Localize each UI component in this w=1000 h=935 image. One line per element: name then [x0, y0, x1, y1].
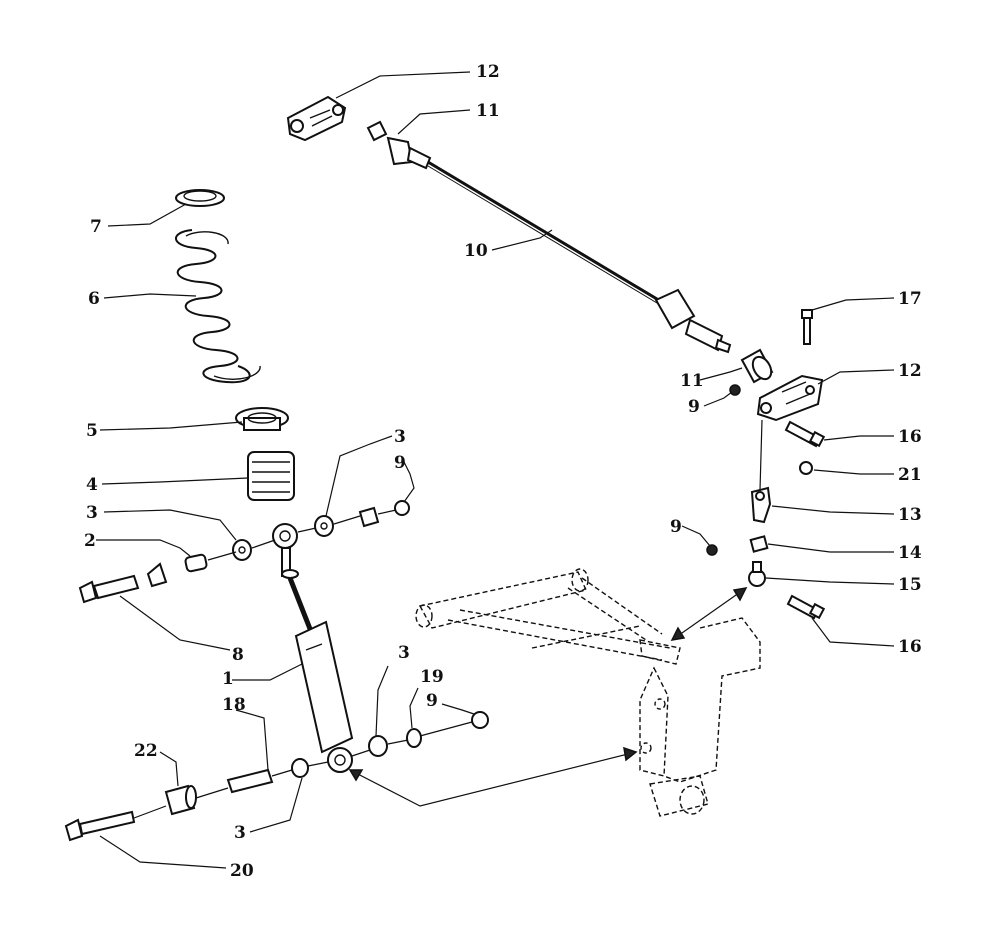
- nut-21: [799, 461, 813, 475]
- lower-clevis-12: [756, 374, 824, 422]
- callout-2: 2: [84, 531, 96, 551]
- callout-17: 17: [898, 289, 922, 309]
- sleeve-22: [164, 784, 197, 816]
- bushing-3-right-upper: [314, 515, 334, 537]
- callout-4: 4: [86, 475, 98, 495]
- shock-absorber-1: [287, 577, 354, 754]
- callout-16-lower: 16: [898, 637, 922, 657]
- callout-18: 18: [222, 695, 246, 715]
- cable-10: [427, 160, 732, 354]
- shock-upper-eye: [272, 523, 299, 579]
- nut-9-upper-shock: [394, 500, 410, 516]
- callout-14: 14: [898, 543, 922, 563]
- callout-3-upper-left: 3: [86, 503, 98, 523]
- callout-9-cable: 9: [688, 397, 700, 417]
- leader-lines: [96, 71, 895, 869]
- washer-left: [146, 562, 168, 588]
- coil-spring-6: [175, 229, 261, 384]
- callout-11-upper: 11: [476, 101, 500, 121]
- callout-9-linkage: 9: [670, 517, 682, 537]
- lower-cable-bushing-11: [740, 348, 774, 384]
- jam-nut-14: [749, 535, 769, 553]
- upper-clevis-12: [286, 95, 347, 142]
- a-arm-frame: [415, 568, 761, 817]
- bolt-16-upper: [784, 420, 826, 448]
- callout-3-lower-left: 3: [234, 823, 246, 843]
- callout-11-lower: 11: [680, 371, 704, 391]
- bolt-8: [78, 574, 140, 604]
- bolt-16-lower: [786, 594, 826, 620]
- arrow-shock-to-arm: [348, 746, 638, 807]
- callout-6: 6: [88, 289, 100, 309]
- bolt-20: [64, 810, 136, 842]
- arrow-linkage-to-arm: [670, 587, 748, 641]
- callout-8: 8: [232, 645, 244, 665]
- spring-seat-5: [235, 407, 289, 431]
- nut-9-cable: [729, 384, 741, 396]
- nut-9-linkage: [706, 544, 718, 556]
- callout-15: 15: [898, 575, 922, 595]
- washer-right-upper: [358, 506, 380, 528]
- bolt-17: [801, 309, 813, 345]
- callout-12-lower: 12: [898, 361, 922, 381]
- callout-21: 21: [898, 465, 922, 485]
- nut-9-lower-shock: [471, 711, 489, 729]
- callout-5: 5: [86, 421, 98, 441]
- bushing-3-left-upper: [232, 539, 252, 561]
- callout-10: 10: [464, 241, 488, 261]
- bushing-3-lower-left: [291, 758, 309, 778]
- callout-12-upper: 12: [476, 62, 500, 82]
- bump-stop-4: [247, 451, 295, 501]
- rod-end-13: [750, 486, 772, 524]
- bushing-3-lower-right: [368, 735, 388, 757]
- callout-9-lower-shock: 9: [426, 691, 438, 711]
- callout-9-upper-shock: 9: [394, 453, 406, 473]
- callout-1: 1: [222, 669, 234, 689]
- callout-16-upper: 16: [898, 427, 922, 447]
- ball-joint-15: [748, 561, 766, 587]
- upper-cable-end-11: [366, 120, 432, 170]
- callout-3-upper-right: 3: [394, 427, 406, 447]
- callout-20: 20: [230, 861, 254, 881]
- shock-lower-eye: [327, 747, 353, 773]
- callout-13: 13: [898, 505, 922, 525]
- callout-3-lower-right: 3: [398, 643, 410, 663]
- spring-retainer-7: [175, 189, 225, 207]
- sleeve-18: [226, 768, 274, 794]
- callout-19: 19: [420, 667, 444, 687]
- callout-labels: 12 11 10 7 6 17 11 12 9 16 21 5 3 9 4 3 …: [84, 62, 922, 881]
- callout-7: 7: [90, 217, 102, 237]
- spacer-2: [184, 553, 208, 573]
- callout-22: 22: [134, 741, 158, 761]
- washer-19: [406, 728, 422, 748]
